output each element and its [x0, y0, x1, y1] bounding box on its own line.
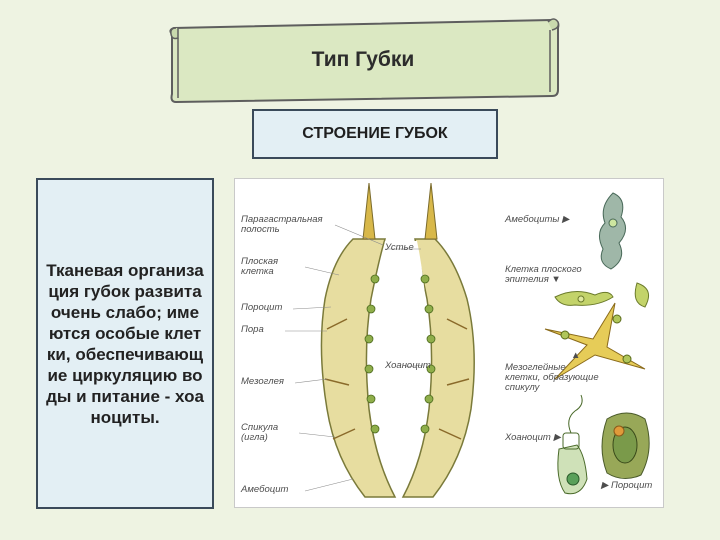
label-mesogleal-arrow: ▲ — [571, 350, 581, 361]
label-epithelium-2: эпителия ▼ — [505, 274, 561, 285]
label-flat-cell-2: клетка — [241, 266, 274, 277]
label-paragastral-2: полость — [241, 224, 280, 235]
label-mesogleal-2: клетки, образующие — [505, 372, 599, 383]
description-panel: Тканевая организация губок развита очень… — [36, 178, 214, 509]
sponge-structure-figure: Парагастральная полость Устье Плоская кл… — [234, 178, 664, 508]
label-mesoglea: Мезоглея — [241, 376, 284, 387]
label-pore: Пора — [241, 324, 264, 335]
scroll-shape — [169, 18, 560, 104]
label-spicule-2: (игла) — [241, 432, 268, 443]
label-amoebocyte: Амебоцит — [241, 484, 289, 495]
sponge-illustration — [285, 182, 650, 498]
title-banner: Тип Губки — [160, 14, 566, 106]
label-choanocyte-right: Хоаноцит ▶ — [505, 432, 561, 443]
label-osculum: Устье — [385, 242, 414, 253]
label-amoebocytes: Амебоциты ▶ — [505, 214, 570, 225]
label-spicule-1: Спикула — [241, 422, 279, 433]
label-epithelium-1: Клетка плоского — [505, 264, 582, 275]
label-mesogleal-3: спикулу — [505, 382, 540, 393]
label-paragastral-1: Парагастральная — [241, 214, 323, 225]
label-mesogleal-1: Мезоглейные — [505, 362, 566, 373]
label-choanocyte: Хоаноцит — [385, 360, 431, 371]
label-porocyte-right: ▶ Пороцит — [601, 480, 653, 491]
section-heading: СТРОЕНИЕ ГУБОК — [252, 109, 498, 159]
description-text: Тканевая организация губок развита очень… — [46, 260, 204, 427]
page-title: Тип Губки — [311, 48, 415, 71]
label-flat-cell-1: Плоская — [241, 256, 279, 267]
label-porocyte: Пороцит — [241, 302, 283, 313]
